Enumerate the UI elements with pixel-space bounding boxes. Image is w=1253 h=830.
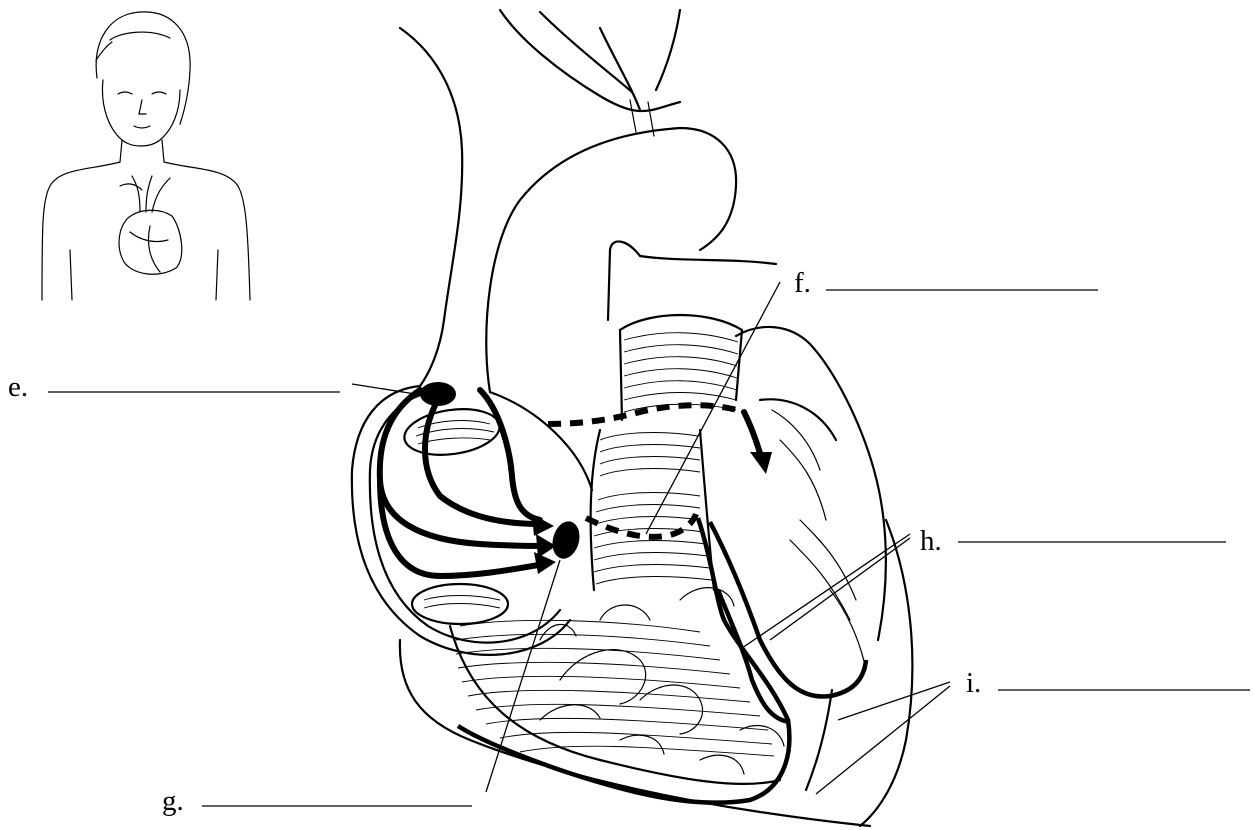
label-g-group: g. bbox=[162, 560, 560, 817]
label-f-group: f. bbox=[646, 267, 1098, 534]
label-i: i. bbox=[966, 667, 981, 699]
heart-cross-section bbox=[352, 10, 913, 826]
septum-hatching bbox=[594, 433, 712, 584]
label-i-group: i. bbox=[816, 667, 1250, 794]
label-e-group: e. bbox=[8, 371, 428, 403]
av-node bbox=[549, 518, 584, 561]
label-f: f. bbox=[794, 267, 811, 299]
leader-h-2 bbox=[770, 538, 910, 640]
label-g: g. bbox=[162, 785, 184, 817]
label-h: h. bbox=[920, 525, 942, 557]
pulmonary-trunk-hatching bbox=[624, 333, 738, 412]
leader-i-2 bbox=[816, 686, 950, 794]
torso-orientation-icon bbox=[42, 12, 250, 300]
label-e: e. bbox=[8, 371, 28, 403]
label-h-group: h. bbox=[742, 525, 1226, 648]
sa-node bbox=[420, 382, 456, 406]
